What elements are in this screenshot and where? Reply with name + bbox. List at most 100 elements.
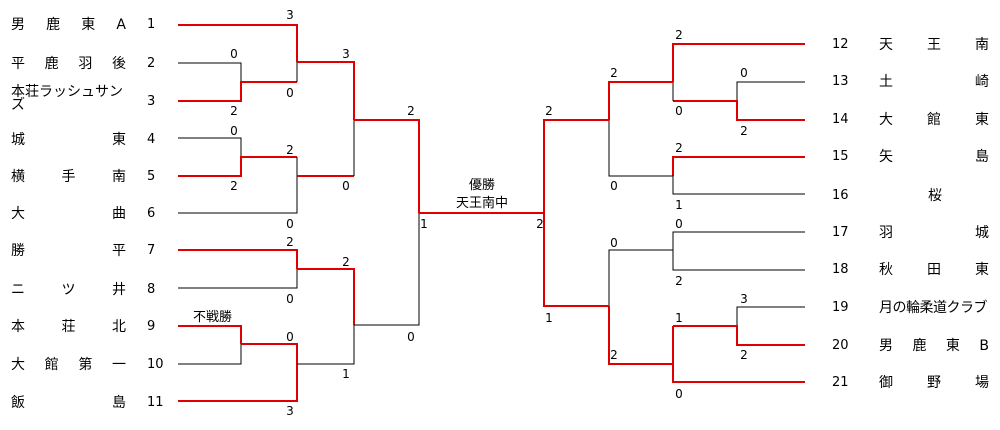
score: 2 [407,104,415,118]
team-number: 3 [147,94,156,109]
team-number: 10 [147,357,164,372]
bracket-line [297,325,355,365]
team-number: 5 [147,169,156,184]
score: 2 [610,66,618,80]
winner-line [608,306,673,365]
score: 1 [420,217,428,231]
team-number: 20 [832,338,849,353]
team-name: 大館第一 [11,357,126,373]
winner-line [543,213,609,307]
score: 3 [286,404,294,418]
team-name: 平鹿羽後 [11,56,126,72]
score: 2 [230,179,238,193]
winner-line [178,249,298,269]
team-number: 19 [832,300,849,315]
team-name: 飯島 [11,395,126,411]
team-number: 6 [147,206,156,221]
bracket-line [178,344,242,365]
score: 0 [407,330,415,344]
team-number: 14 [832,112,849,127]
winner-line [178,325,242,344]
team-name: 秋田東 [879,262,989,278]
bracket-line [178,176,298,214]
winner-line [178,81,297,102]
team-name: 本荘ラッシュサンズ [11,84,123,113]
score: 0 [286,217,294,231]
team-name: 土崎 [879,74,989,90]
score: 2 [740,124,748,138]
score: 0 [230,124,238,138]
winner-line [241,343,298,364]
team-name: 城東 [11,132,126,148]
winner-line [673,100,805,121]
winner-line [672,43,805,82]
bracket-line [178,269,298,289]
score: 2 [675,274,683,288]
score: 1 [675,198,683,212]
score: 3 [286,8,294,22]
team-number: 18 [832,262,849,277]
team-name: 本荘北 [11,319,126,335]
winner-line [672,364,805,383]
team-number: 12 [832,37,849,52]
team-number: 2 [147,56,156,71]
team-name: 大曲 [11,206,126,222]
score: 0 [675,387,683,401]
team-name: 天王南 [879,37,989,53]
score: 2 [740,348,748,362]
bracket-line [354,213,420,326]
team-number: 7 [147,243,156,258]
team-number: 11 [147,395,164,410]
team-name: 羽城 [879,225,989,241]
score: 2 [675,28,683,42]
winner-line [543,119,609,213]
score: 0 [740,66,748,80]
winner-line [297,268,355,325]
score: 1 [675,311,683,325]
team-number: 4 [147,132,156,147]
score: 2 [536,217,544,231]
team-name: 勝平 [11,243,126,259]
bracket-line [736,81,805,101]
winner-line [672,156,805,176]
team-number: 21 [832,375,849,390]
team-name: 御野場 [879,375,989,391]
score: 1 [342,367,350,381]
score: 0 [610,236,618,250]
score: 2 [230,104,238,118]
team-number: 9 [147,319,156,334]
score: 0 [342,179,350,193]
walkover-label: 不戦勝 [193,310,233,325]
score: 3 [740,292,748,306]
team-name: 月の輪柔道クラブ [879,300,988,316]
score: 2 [286,143,294,157]
bracket-line [608,249,673,306]
team-number: 1 [147,17,156,32]
bracket-line [672,250,805,271]
winner-line [178,156,297,177]
team-name: 大館東 [879,112,989,128]
score: 2 [545,104,553,118]
score: 2 [675,141,683,155]
winner-line [178,24,298,62]
score: 2 [342,255,350,269]
bracket-line [178,62,242,82]
winner-line [608,81,673,120]
score: 0 [286,86,294,100]
winner-line [673,325,805,346]
score: 3 [342,47,350,61]
winner-line [297,61,355,120]
champion-caption: 優勝 [468,178,495,193]
bracket-line [672,231,805,250]
team-number: 17 [832,225,849,240]
winner-line [178,364,298,402]
score: 0 [675,104,683,118]
team-name: ニツ井 [11,282,126,298]
score: 0 [675,217,683,231]
score: 0 [286,292,294,306]
bracket-line [736,306,805,326]
bracket-line [608,120,673,177]
